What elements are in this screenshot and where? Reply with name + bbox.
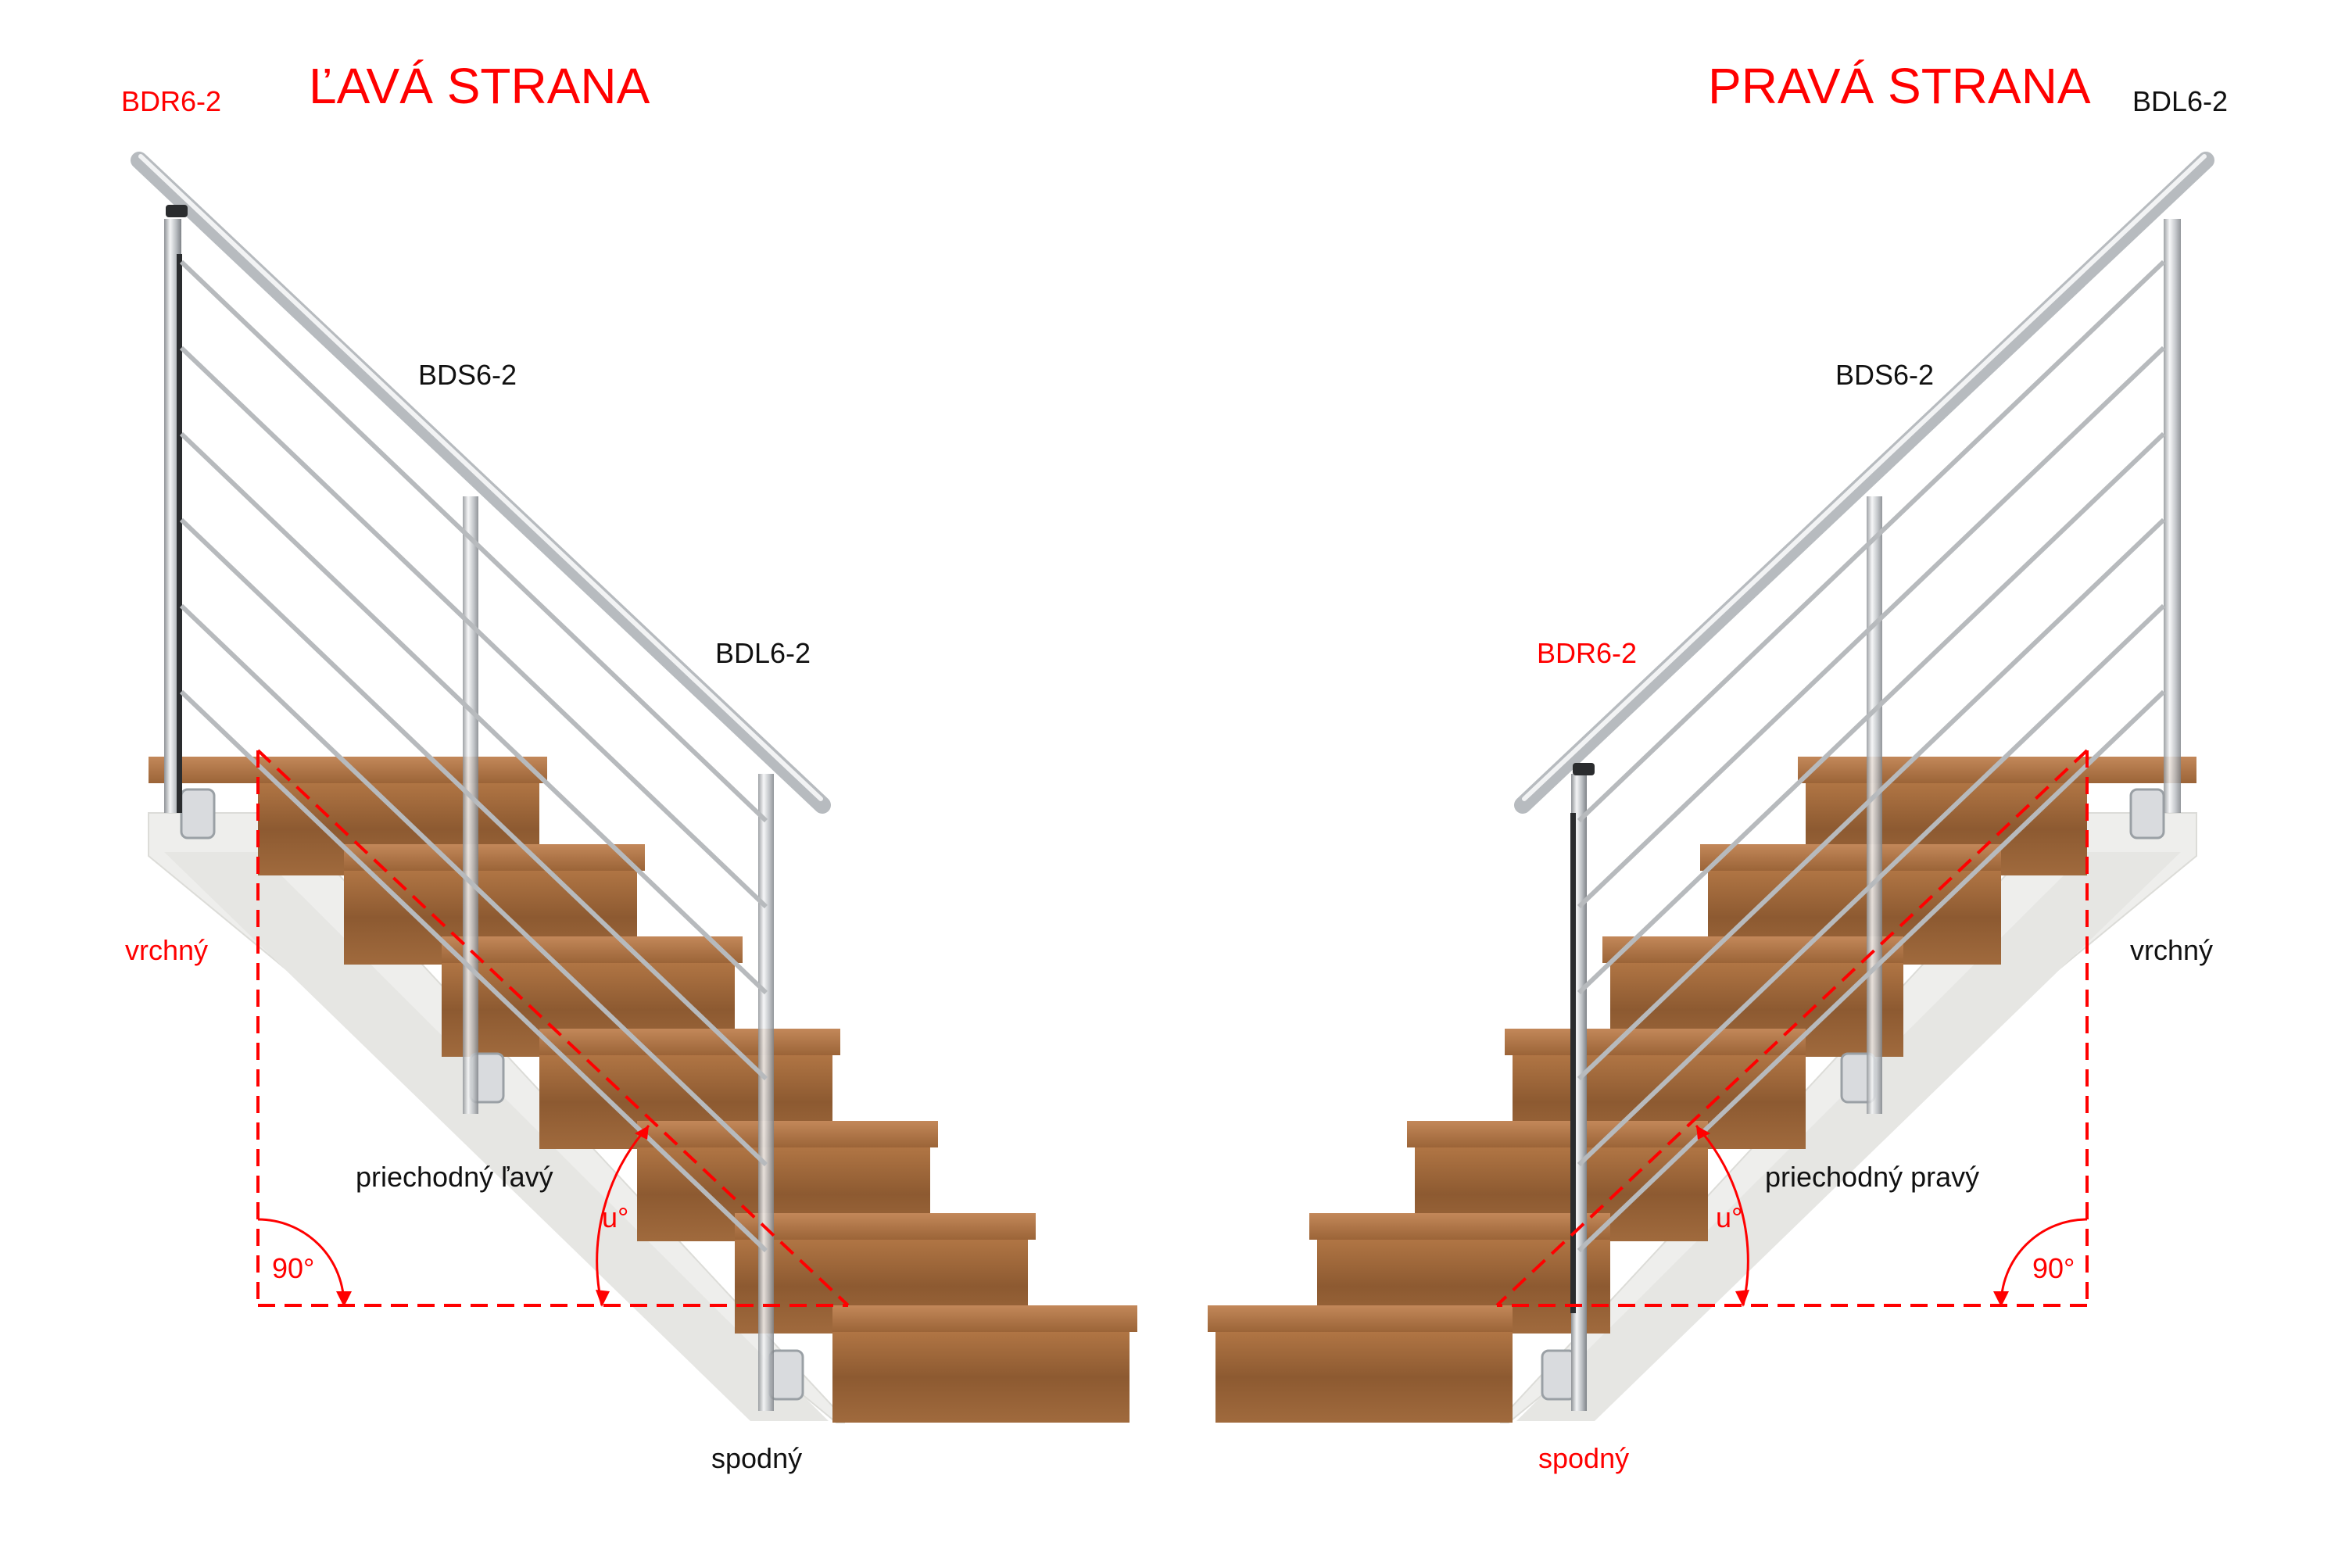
left-handrail-clamp <box>166 205 188 217</box>
left-handrail-highlight <box>138 154 823 801</box>
right-bracket-bottom <box>1541 1349 1577 1401</box>
right-angle-90-label: 90° <box>2032 1252 2075 1284</box>
right-label-top: vrchný <box>2130 934 2214 966</box>
right-post-middle <box>1867 496 1882 1114</box>
left-post-top-bar <box>177 254 182 813</box>
left-stair <box>131 152 1137 1423</box>
right-post-bottom-bar <box>1570 813 1576 1313</box>
right-side-title: PRAVÁ STRANA <box>1708 58 2091 114</box>
right-angle-u-arrow-top <box>1696 1126 1710 1140</box>
right-step-4 <box>1505 1029 1806 1055</box>
right-label-bottom: spodný <box>1538 1442 1630 1474</box>
left-step-5 <box>637 1121 938 1147</box>
left-angle-u-arc <box>596 1125 650 1306</box>
right-angle-u-arrow-bottom <box>1735 1290 1749 1307</box>
right-step-2 <box>1700 844 2001 871</box>
left-step-3 <box>442 936 743 963</box>
right-angle-u-arc <box>1695 1125 1749 1306</box>
right-step-6 <box>1309 1213 1610 1240</box>
left-handrail <box>131 152 831 814</box>
left-angle-u-arrow-bottom <box>596 1290 610 1307</box>
right-angle-u-label: u° <box>1716 1201 1743 1233</box>
left-angle-90-arc <box>257 1218 345 1306</box>
left-top-post-code: BDR6-2 <box>121 85 222 117</box>
left-steps <box>149 757 1137 1423</box>
right-handrail <box>1514 152 2214 814</box>
left-angle-90-label: 90° <box>272 1252 315 1284</box>
right-bottom-post-code: BDR6-2 <box>1537 637 1638 669</box>
right-bracket-top <box>2129 788 2165 839</box>
left-middle-post-code: BDS6-2 <box>418 359 517 391</box>
left-step-7-riser <box>832 1332 1130 1423</box>
left-label-middle: priechodný ľavý <box>356 1161 553 1193</box>
left-bottom-post-code: BDL6-2 <box>715 637 811 669</box>
right-steps <box>1208 757 2196 1423</box>
left-post-bottom <box>758 774 774 1411</box>
right-step-3 <box>1602 936 1903 963</box>
right-step-1 <box>1798 757 2196 783</box>
right-post-top <box>2164 219 2181 813</box>
right-handrail-clamp <box>1573 763 1595 775</box>
right-step-7 <box>1208 1305 1513 1332</box>
left-side-title: ĽAVÁ STRANA <box>309 58 650 114</box>
left-step-1 <box>149 757 547 783</box>
left-angle-u-arrow-top <box>635 1126 649 1140</box>
right-dimensions <box>1495 749 2089 1307</box>
left-step-4 <box>539 1029 840 1055</box>
left-label-top: vrchný <box>125 934 209 966</box>
right-stair <box>1208 152 2214 1423</box>
right-step-5 <box>1407 1121 1708 1147</box>
left-angle-u-label: u° <box>602 1201 629 1233</box>
right-cables <box>1577 260 2166 1253</box>
left-angle-90-arrow <box>336 1291 352 1307</box>
right-handrail-highlight <box>1522 154 2207 801</box>
left-step-2 <box>344 844 645 871</box>
right-label-middle: priechodný pravý <box>1765 1161 1980 1193</box>
right-angle-90-arrow <box>1993 1291 2009 1307</box>
right-middle-post-code: BDS6-2 <box>1835 359 1935 391</box>
left-bracket-top <box>180 788 216 839</box>
left-label-bottom: spodný <box>711 1442 803 1474</box>
left-step-6 <box>735 1213 1036 1240</box>
right-stringer-face <box>1516 852 2181 1421</box>
left-post-middle <box>463 496 478 1114</box>
right-step-7-riser <box>1215 1332 1513 1423</box>
right-top-post-code: BDL6-2 <box>2132 85 2229 117</box>
left-stringer-face <box>164 852 829 1421</box>
left-dimensions <box>256 749 850 1307</box>
right-angle-90-arc <box>2000 1218 2088 1306</box>
left-bracket-bottom <box>768 1349 804 1401</box>
left-cables <box>179 260 768 1253</box>
left-step-7 <box>832 1305 1137 1332</box>
